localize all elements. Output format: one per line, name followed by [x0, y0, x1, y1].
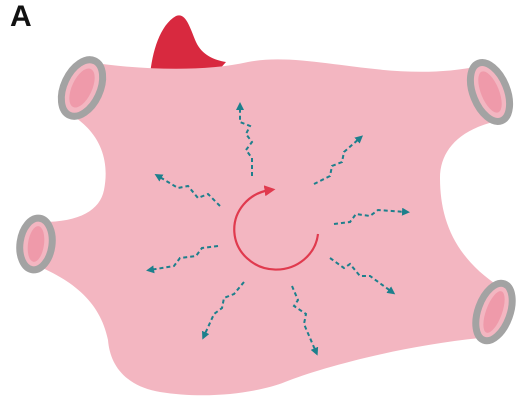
atrium-chamber: [28, 59, 502, 395]
